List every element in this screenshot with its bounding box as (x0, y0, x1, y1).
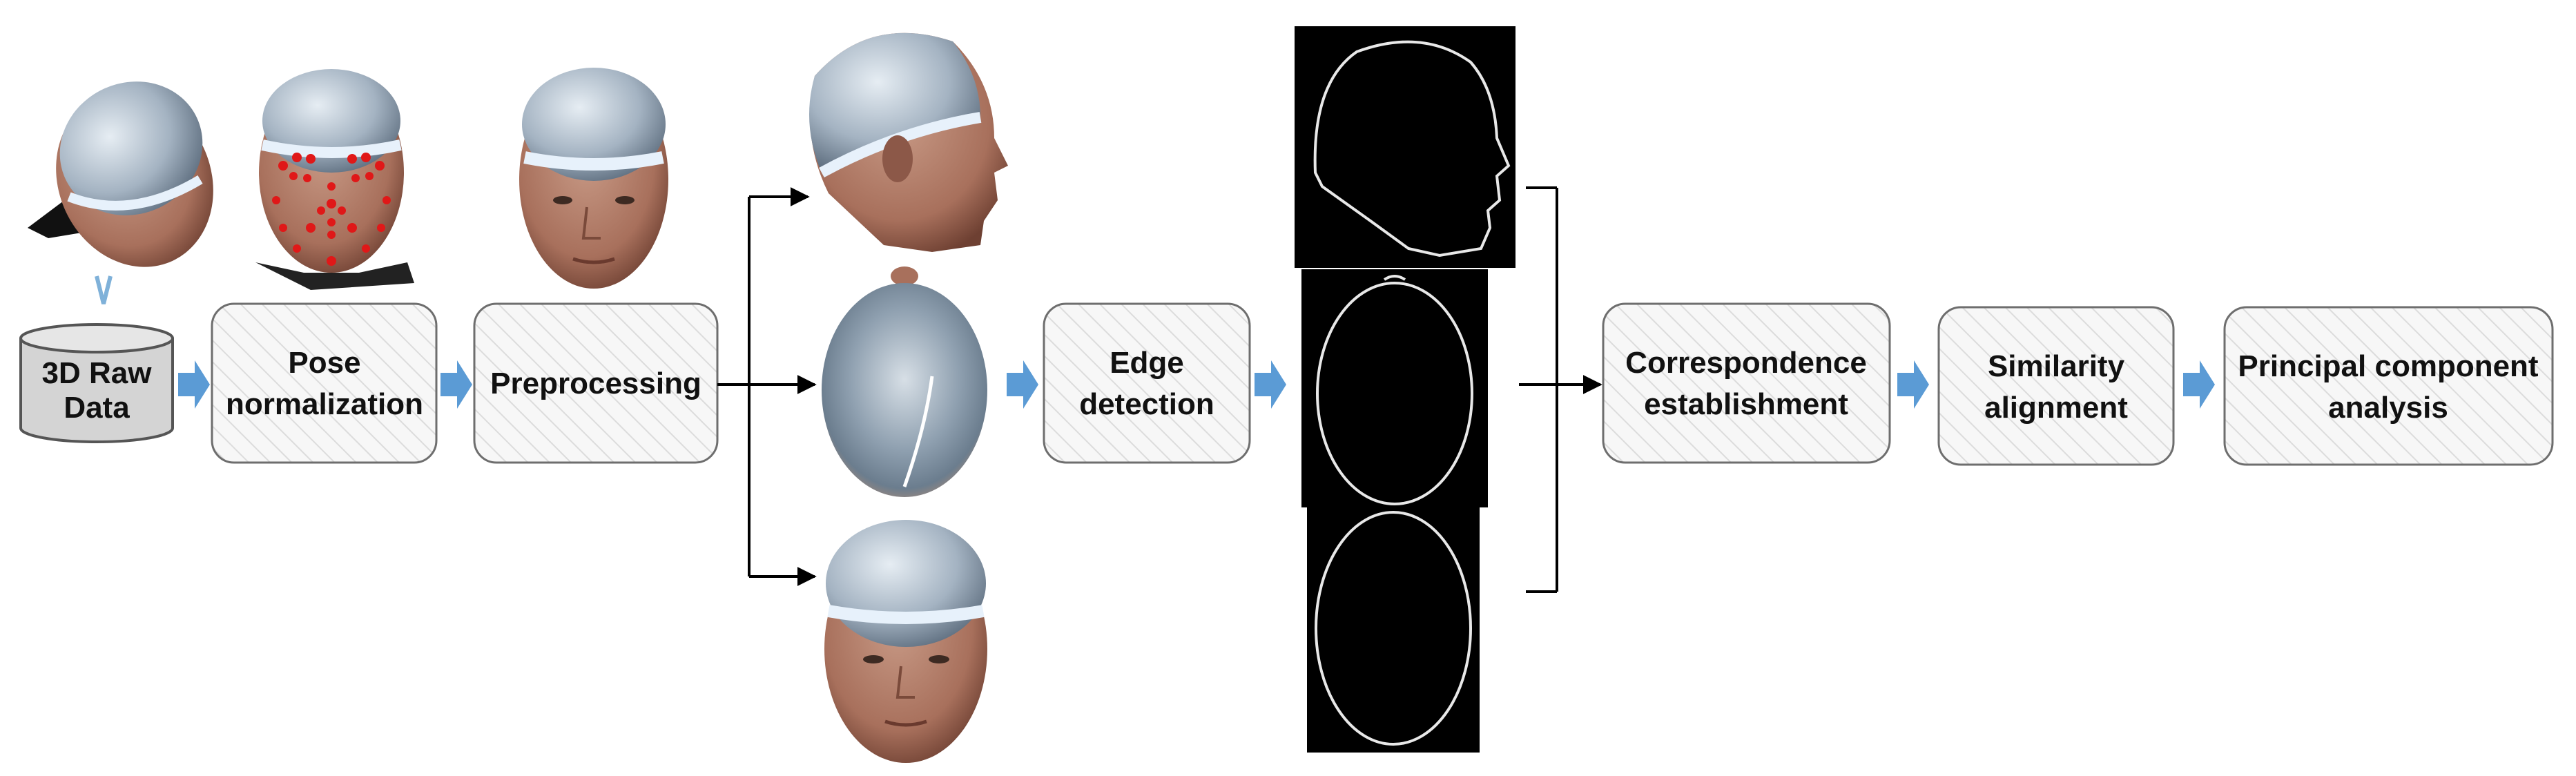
pca-label-line2: analysis (2328, 391, 2448, 425)
raw-data-cylinder: 3D Raw Data (19, 323, 174, 443)
side-edge-contour-image (1295, 26, 1515, 268)
front-view-head-image (824, 520, 987, 763)
preprocessed-head-image (519, 68, 668, 289)
side-view-head-image (809, 32, 1008, 252)
top-view-head-image (822, 266, 987, 497)
blue-arrow-3 (1007, 360, 1038, 409)
correspondence-label-line2: establishment (1644, 387, 1848, 421)
blue-arrow-1 (178, 360, 210, 409)
pose-normalization-label-line2: normalization (226, 387, 423, 421)
similarity-label-line1: Similarity (1988, 349, 2125, 383)
blue-arrow-2 (440, 360, 472, 409)
top-edge-contour-image (1301, 269, 1488, 507)
similarity-label-line2: alignment (1984, 391, 2128, 425)
blue-arrow-4 (1255, 360, 1286, 409)
edge-detection-label-line1: Edge (1110, 346, 1184, 380)
pca-box: Principal component analysis (2223, 306, 2554, 466)
similarity-alignment-box: Similarity alignment (1937, 306, 2175, 466)
pose-normalization-box: Pose normalization (211, 302, 438, 464)
raw-data-label-line1: 3D Raw (42, 356, 153, 390)
raw-scan-head-image (28, 81, 213, 304)
correspondence-label-line1: Correspondence (1625, 346, 1867, 380)
edge-detection-box: Edge detection (1043, 302, 1251, 464)
blue-arrow-6 (2183, 360, 2215, 409)
edge-detection-label-line2: detection (1079, 387, 1214, 421)
landmark-head-image (255, 69, 414, 290)
preprocessing-box: Preprocessing (473, 302, 719, 464)
preprocessing-label: Preprocessing (490, 367, 701, 400)
pca-label-line1: Principal component (2238, 349, 2539, 383)
blue-arrow-5 (1897, 360, 1929, 409)
correspondence-box: Correspondence establishment (1602, 302, 1891, 464)
pose-normalization-label-line1: Pose (288, 346, 360, 380)
raw-data-label-line2: Data (64, 391, 130, 425)
front-edge-contour-image (1307, 507, 1480, 753)
